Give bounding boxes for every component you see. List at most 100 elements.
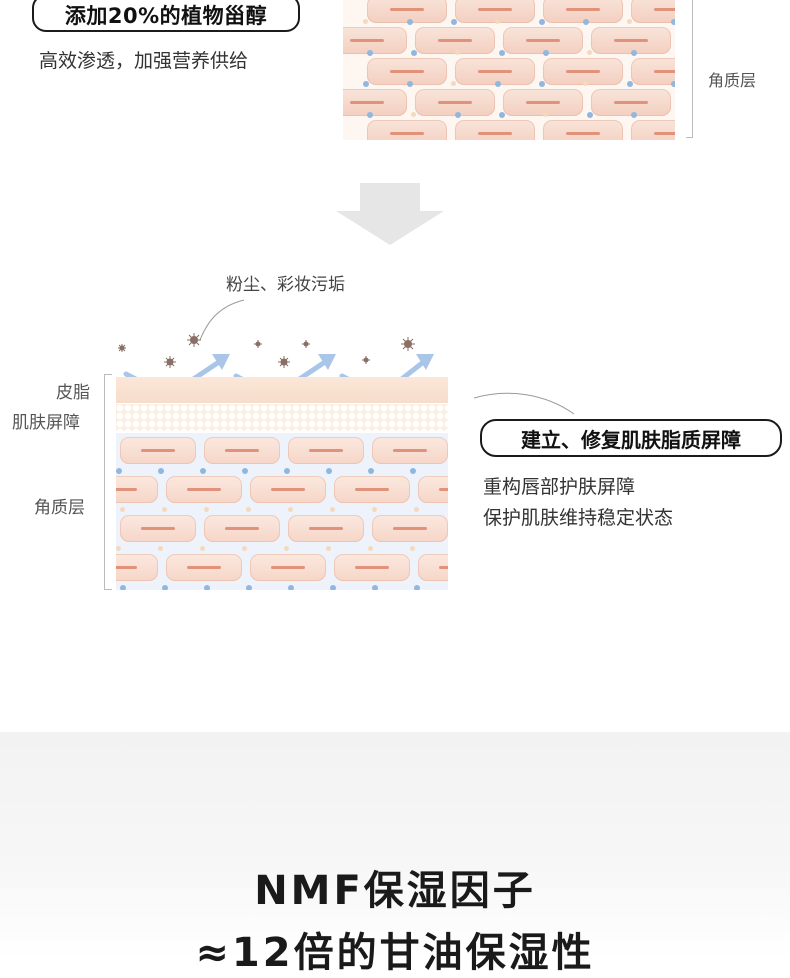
moisture-dot xyxy=(543,112,548,117)
barrier-label: 肌肤屏障 xyxy=(12,413,80,433)
skin-cell xyxy=(631,58,675,85)
sebum-label: 皮脂 xyxy=(56,383,90,403)
moisture-dot xyxy=(200,546,205,551)
moisture-dot xyxy=(543,50,549,56)
moisture-dot xyxy=(583,81,588,86)
moisture-dot xyxy=(587,50,592,55)
moisture-dot xyxy=(116,546,121,551)
moisture-dot xyxy=(414,585,420,590)
skin-cell xyxy=(343,27,407,54)
moisture-dot xyxy=(671,19,675,25)
dust-particle-icon xyxy=(401,337,415,351)
skin-cell xyxy=(166,476,242,503)
moisture-dot xyxy=(627,81,633,87)
phytosterol-title: 添加20%的植物甾醇 xyxy=(64,4,268,28)
moisture-dot xyxy=(631,50,637,56)
moisture-dot xyxy=(410,546,415,551)
moisture-dot xyxy=(411,50,417,56)
moisture-dot xyxy=(326,546,331,551)
moisture-dot xyxy=(367,50,373,56)
moisture-dot xyxy=(372,507,377,512)
moisture-dot xyxy=(158,546,163,551)
layer-bracket-top xyxy=(686,0,693,138)
skin-cell xyxy=(543,58,623,85)
moisture-dot xyxy=(407,81,413,87)
moisture-dot xyxy=(367,112,373,118)
moisture-dot xyxy=(162,507,167,512)
dust-particle-icon xyxy=(302,340,310,348)
moisture-dot xyxy=(499,50,505,56)
skin-cell xyxy=(120,437,196,464)
moisture-dot xyxy=(204,585,210,590)
moisture-dot xyxy=(246,585,252,590)
moisture-dot xyxy=(363,81,369,87)
dust-particles xyxy=(118,333,415,368)
skin-cell xyxy=(418,476,448,503)
arrowhead-icon xyxy=(318,354,336,370)
moisture-dot xyxy=(671,81,675,87)
moisture-dot xyxy=(200,468,206,474)
skin-cell xyxy=(455,58,535,85)
skin-cell xyxy=(503,89,583,116)
moisture-dot xyxy=(410,468,416,474)
dust-particle-icon xyxy=(164,356,176,368)
moisture-dot xyxy=(363,19,368,24)
phytosterol-description: 高效渗透，加强营养供给 xyxy=(39,50,249,72)
skin-cell xyxy=(543,0,623,23)
stratum-label-bottom: 角质层 xyxy=(34,498,85,518)
skin-cell xyxy=(543,120,623,140)
skin-cell xyxy=(372,515,448,542)
barrier-title: 建立、修复肌肤脂质屏障 xyxy=(521,427,741,452)
skin-cell xyxy=(415,27,495,54)
skin-cell xyxy=(288,515,364,542)
moisture-dot xyxy=(162,585,168,590)
sebum-layer xyxy=(116,377,448,403)
moisture-dot xyxy=(288,507,293,512)
layer-bracket-bottom xyxy=(104,374,112,590)
moisture-dot xyxy=(120,585,126,590)
moisture-dot xyxy=(411,112,416,117)
stratum-label-top: 角质层 xyxy=(708,71,757,90)
moisture-dot xyxy=(451,81,456,86)
moisture-dot xyxy=(631,112,637,118)
moisture-dot xyxy=(284,468,290,474)
moisture-dot xyxy=(242,546,247,551)
moisture-dot xyxy=(539,81,545,87)
skin-cell xyxy=(334,476,410,503)
moisture-dot xyxy=(455,112,461,118)
arrowhead-icon xyxy=(212,354,230,370)
phytosterol-title-badge: 添加20%的植物甾醇 xyxy=(32,0,300,32)
skin-cell xyxy=(591,27,671,54)
down-arrow-icon xyxy=(336,183,444,245)
dust-particle-icon xyxy=(254,340,262,348)
barrier-pointer-line xyxy=(474,392,575,415)
dust-particle-icon xyxy=(118,344,126,352)
moisture-dot xyxy=(372,585,378,590)
moisture-dot xyxy=(368,546,373,551)
skin-cell xyxy=(116,476,158,503)
skin-cell xyxy=(455,0,535,23)
headline-section xyxy=(0,732,790,959)
moisture-dot xyxy=(495,19,500,24)
moisture-dot xyxy=(407,19,413,25)
dust-particle-icon xyxy=(187,333,201,347)
skin-cell xyxy=(334,554,410,581)
skin-cell xyxy=(415,89,495,116)
moisture-dot xyxy=(330,507,335,512)
skin-cell xyxy=(288,437,364,464)
skin-cell xyxy=(503,27,583,54)
moisture-dot xyxy=(242,468,248,474)
skin-cell xyxy=(250,554,326,581)
moisture-dot xyxy=(414,507,419,512)
moisture-dot xyxy=(284,546,289,551)
moisture-dot xyxy=(451,19,457,25)
moisture-dot xyxy=(499,112,505,118)
moisture-dot xyxy=(330,585,336,590)
moisture-dot xyxy=(158,468,164,474)
skin-cell xyxy=(372,437,448,464)
skin-cell xyxy=(343,89,407,116)
dust-makeup-label: 粉尘、彩妆污垢 xyxy=(226,275,345,295)
glycerin-comparison-headline: ≈12倍的甘油保湿性 xyxy=(195,930,595,976)
barrier-title-badge: 建立、修复肌肤脂质屏障 xyxy=(480,419,782,457)
moisture-dot xyxy=(587,112,593,118)
